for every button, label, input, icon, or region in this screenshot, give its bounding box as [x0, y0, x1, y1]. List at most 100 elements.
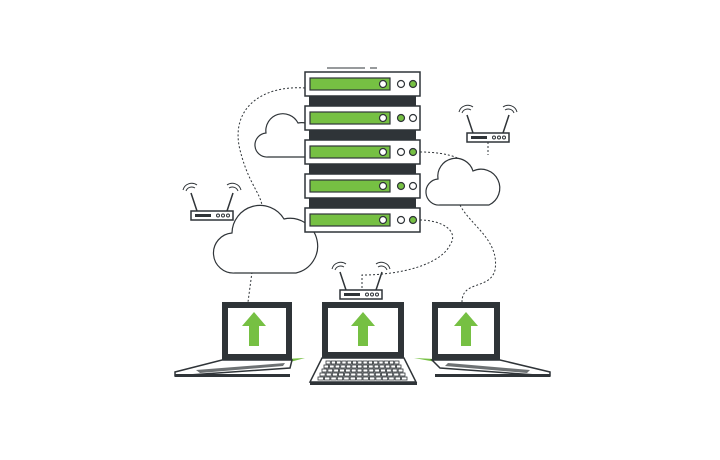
keyboard-key: [401, 376, 408, 381]
keyboard-key: [321, 368, 328, 373]
keyboard-key: [327, 368, 334, 373]
keyboard-key: [362, 368, 369, 373]
keyboard-key: [334, 364, 341, 369]
keyboard-key: [356, 376, 363, 381]
keyboard-key: [345, 364, 352, 369]
server-drive-bar: [309, 77, 391, 91]
keyboard-key: [356, 368, 363, 373]
keyboard-key: [396, 364, 402, 369]
keyboard-key: [389, 360, 395, 365]
keyboard-key: [317, 376, 324, 381]
laptop-icon: [414, 302, 551, 377]
keyboard-key: [333, 368, 339, 373]
keyboard-key: [319, 372, 326, 377]
dotted-connection-lines: [237, 87, 497, 303]
keyboard-key: [357, 360, 363, 365]
keyboard-key: [350, 372, 357, 377]
server-indicator-light: [408, 79, 418, 89]
wifi-router-icon: [182, 182, 242, 221]
keyboard-key: [343, 376, 350, 381]
server-drive-bar: [309, 145, 391, 159]
keyboard-key: [356, 372, 363, 377]
server-indicator-light: [408, 147, 418, 157]
keyboard-key: [336, 376, 344, 381]
wifi-router-icon: [458, 104, 518, 143]
keyboard-key: [362, 360, 368, 365]
keyboard-key: [329, 364, 335, 369]
laptop-icon: [308, 302, 418, 385]
keyboard-key: [349, 376, 356, 381]
keyboard-key: [368, 364, 374, 369]
keyboard-key: [379, 364, 385, 369]
keyboard-key: [381, 376, 389, 381]
keyboard-key: [346, 360, 352, 365]
keyboard-key: [374, 372, 381, 377]
keyboard-key: [362, 372, 369, 377]
keyboard-key: [336, 360, 342, 365]
keyboard-key: [393, 372, 400, 377]
keyboard-key: [339, 368, 345, 373]
server-rack-icon: [304, 67, 421, 233]
server-indicator-light: [378, 215, 388, 225]
keyboard-key: [352, 360, 358, 365]
wifi-router-icon: [331, 261, 391, 300]
keyboard-key: [357, 364, 363, 369]
keyboard-key: [345, 368, 351, 373]
server-indicator-light: [408, 181, 418, 191]
keyboard-key: [383, 360, 389, 365]
keyboard-key: [362, 364, 368, 369]
keyboard-key: [381, 372, 387, 377]
keyboard-key: [373, 360, 379, 365]
keyboard-key: [330, 360, 336, 365]
keyboard-key: [388, 376, 395, 381]
keyboard-key: [375, 376, 382, 381]
cloud-icon: [425, 157, 501, 206]
cloud-icon: [212, 204, 319, 274]
keyboard-key: [391, 368, 398, 373]
keyboard-key: [384, 364, 391, 369]
server-indicator-light: [396, 79, 406, 89]
keyboard-key: [386, 368, 392, 373]
keyboard-key: [367, 360, 373, 365]
keyboard-key: [350, 368, 357, 373]
keyboard-key: [325, 372, 332, 377]
server-indicator-light: [378, 147, 388, 157]
server-indicator-light: [396, 147, 406, 157]
server-drive-bar: [309, 111, 391, 125]
keyboard-key: [330, 376, 337, 381]
server-indicator-light: [408, 215, 418, 225]
keyboard-key: [368, 372, 375, 377]
keyboard-key: [344, 372, 351, 377]
keyboard-key: [387, 372, 394, 377]
keyboard-key: [340, 364, 346, 369]
keyboard-key: [368, 368, 375, 373]
keyboard-key: [362, 376, 369, 381]
server-drive-bar: [309, 213, 391, 227]
keyboard-key: [338, 372, 344, 377]
keyboard-key: [399, 372, 406, 377]
keyboard-key: [325, 360, 331, 365]
keyboard-key: [380, 368, 386, 373]
server-indicator-light: [378, 79, 388, 89]
keyboard-key: [390, 364, 396, 369]
keyboard-key: [351, 364, 357, 369]
keyboard-key: [397, 368, 404, 373]
server-indicator-light: [378, 113, 388, 123]
keyboard-key: [394, 376, 401, 381]
server-indicator-light: [396, 181, 406, 191]
keyboard-key: [394, 360, 400, 365]
laptop-icon: [174, 302, 305, 377]
keyboard-key: [331, 372, 338, 377]
server-indicator-light: [396, 215, 406, 225]
keyboard-key: [374, 368, 380, 373]
server-drive-bar: [309, 179, 391, 193]
keyboard-key: [341, 360, 347, 365]
keyboard-key: [373, 364, 380, 369]
server-indicator-light: [408, 113, 418, 123]
keyboard-key: [324, 376, 331, 381]
keyboard-key: [378, 360, 384, 365]
keyboard-key: [323, 364, 329, 369]
keyboard-key: [369, 376, 376, 381]
server-indicator-light: [378, 181, 388, 191]
